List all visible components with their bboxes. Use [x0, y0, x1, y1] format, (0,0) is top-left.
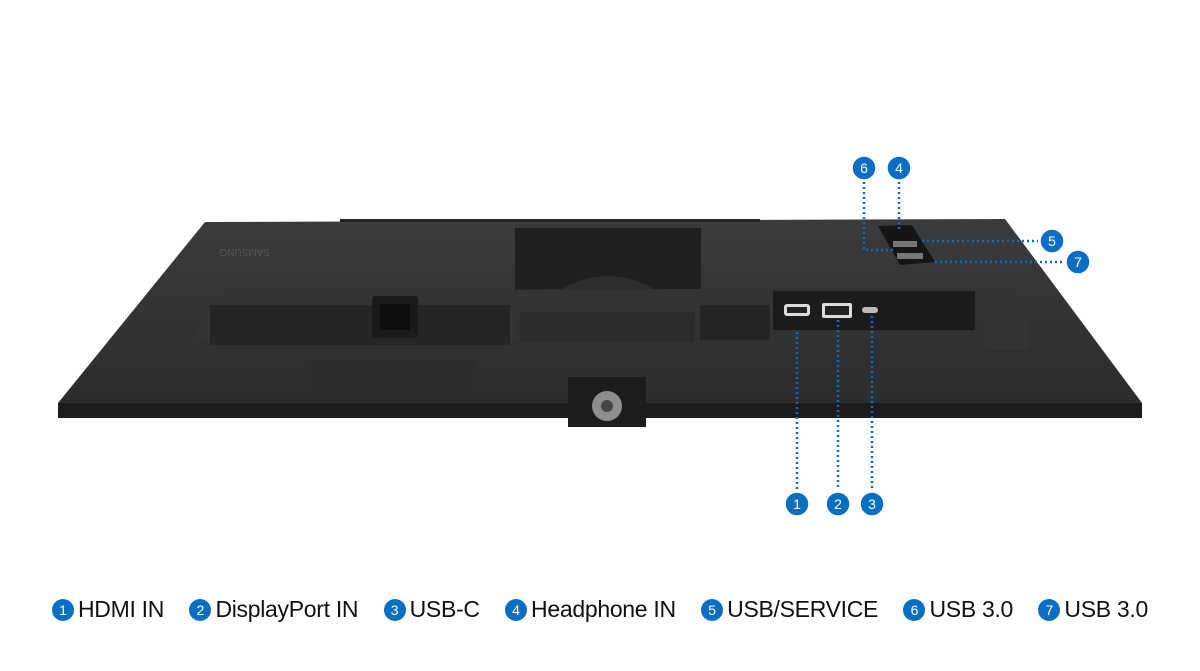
- callout-number: 3: [868, 496, 876, 512]
- number-badge-icon: 1: [52, 598, 74, 621]
- number-badge-icon: 4: [505, 598, 528, 621]
- callout-badge-4: [886, 155, 912, 181]
- callout-badges: 1 2 3 4 5 6 7: [784, 155, 1091, 517]
- callout-number: 2: [834, 496, 842, 512]
- callout-number: 4: [895, 160, 903, 176]
- callout-badge-3: [859, 491, 885, 517]
- usb-c-port: [862, 307, 878, 313]
- callout-number: 5: [1048, 233, 1056, 249]
- callout-number: 6: [860, 160, 868, 176]
- callout-badge-7: [1065, 249, 1091, 275]
- callout-lines: [795, 182, 1064, 490]
- number-badge-icon: 2: [189, 598, 212, 621]
- number-badge-icon: 5: [701, 598, 724, 621]
- callout-badge-1: [784, 491, 810, 517]
- number-badge-icon: 3: [383, 598, 406, 621]
- monitor-body: SAMSUNG: [58, 219, 1142, 427]
- number-badge-icon: 6: [903, 598, 926, 621]
- callout-badge-2: [825, 491, 851, 517]
- number-badge-icon: 7: [1038, 598, 1061, 621]
- callout-badge-6: [851, 155, 877, 181]
- callout-badge-5: [1039, 228, 1065, 254]
- callout-number: 1: [793, 496, 801, 512]
- callout-number: 7: [1074, 254, 1082, 270]
- samsung-logo: SAMSUNG: [219, 246, 270, 257]
